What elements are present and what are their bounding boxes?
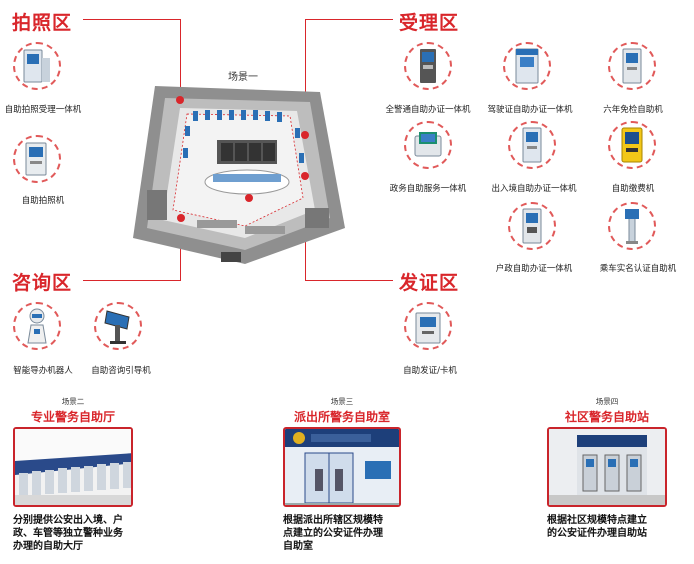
scene-title: 派出所警务自助室: [293, 410, 390, 424]
issue-zone-item-label: 自助发证/卡机: [403, 366, 457, 376]
scene-photo-community: [547, 427, 667, 507]
guide-robot-icon: [13, 302, 61, 350]
hall-3d-diagram: [133, 86, 345, 264]
government-service-kiosk-icon: [404, 121, 452, 169]
photo-zone-item-label: 自助拍照机: [21, 196, 65, 206]
consult-zone-item-label: 智能导办机器人: [13, 366, 73, 376]
connector-line: [305, 20, 306, 135]
accept-zone-item-label: 驾驶证自助办证一体机: [487, 105, 573, 115]
scene-title: 专业警务自助厅: [30, 410, 115, 424]
accept-zone-item-label: 乘车实名认证自助机: [599, 264, 677, 274]
consult-guide-kiosk-icon: [94, 302, 142, 350]
connector-line: [180, 20, 181, 98]
scene-main-label: 场景一: [228, 72, 258, 83]
scene-description: 分别提供公安出入境、户政、车管等独立警种业务办理的自助大厅: [13, 515, 123, 552]
accept-zone-item-label: 户政自助办证一体机: [495, 264, 573, 274]
connector-line: [83, 280, 181, 281]
inspection-free-kiosk-icon: [608, 42, 656, 90]
accept-zone-item-label: 政务自助服务一体机: [389, 184, 467, 194]
accept-zone-item-label: 六年免检自助机: [603, 105, 663, 115]
scene-description: 根据派出所辖区规模特点建立的公安证件办理自助室: [283, 515, 383, 552]
connector-line: [83, 19, 181, 20]
zone-title-photo: 拍照区: [12, 12, 73, 34]
scene-title: 社区警务自助站: [564, 410, 649, 424]
zone-title-issue: 发证区: [399, 272, 460, 294]
household-kiosk-icon: [508, 202, 556, 250]
scene-description: 根据社区规模特点建立的公安证件办理自助站: [547, 515, 647, 539]
photo-kiosk-icon: [13, 135, 61, 183]
payment-kiosk-icon: [608, 121, 656, 169]
accept-zone-item-label: 出入境自助办证一体机: [491, 184, 577, 194]
zone-title-consult: 咨询区: [12, 272, 73, 294]
scene-photo-station: [283, 427, 401, 507]
accept-zone-item-label: 自助缴费机: [611, 184, 655, 194]
scene-tag: 场景二: [61, 397, 85, 406]
realname-auth-kiosk-icon: [608, 202, 656, 250]
connector-line: [305, 280, 393, 281]
accept-zone-item-label: 全警通自助办证一体机: [385, 105, 471, 115]
consult-zone-item-label: 自助咨询引导机: [91, 366, 151, 376]
photo-acceptance-kiosk-icon: [13, 42, 61, 90]
scene-tag: 场景三: [330, 397, 354, 406]
exit-entry-kiosk-icon: [508, 121, 556, 169]
card-issuing-kiosk-icon: [404, 302, 452, 350]
driver-license-kiosk-icon: [503, 42, 551, 90]
scene-photo-hall: [13, 427, 133, 507]
connector-line: [305, 19, 393, 20]
police-kiosk-icon: [404, 42, 452, 90]
scene-tag: 场景四: [595, 397, 619, 406]
photo-zone-item-label: 自助拍照受理一体机: [4, 105, 82, 115]
zone-title-accept: 受理区: [399, 12, 460, 34]
